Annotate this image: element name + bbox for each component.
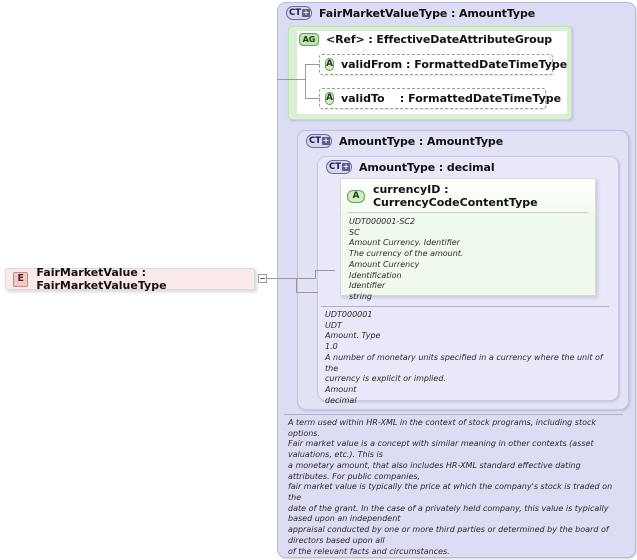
attribute-group-icon: AG [299,33,319,46]
attribute-currencyid-documentation: UDT000001-SC2 SC Amount Currency. Identi… [349,217,464,302]
element-label: FairMarketValue : FairMarketValueType [36,266,167,292]
connector-type-vertical [315,270,316,279]
connector-ag-to-validfrom [305,64,320,65]
expand-plus-icon[interactable]: + [322,136,331,145]
fair-market-value-documentation: A term used within HR-XML in the context… [288,418,613,556]
divider [321,306,609,307]
complex-type-inner-label: AmountType : decimal [359,160,495,174]
attribute-row-validto[interactable]: A validTo : FormattedDateTimeType [319,88,561,109]
element-icon: E [13,271,29,287]
attribute-icon: A [325,58,334,71]
fair-market-value-documentation-block: A term used within HR-XML in the context… [284,414,623,556]
connector-outer-branch [296,292,318,293]
expand-plus-icon[interactable]: + [302,8,311,17]
complex-type-icon[interactable]: CT+ [306,134,332,148]
complex-type-badge-text: CT [308,135,322,146]
connector-element-to-type [267,278,315,279]
connector-ag-to-validto [305,98,320,99]
connector-ag-stem [277,79,306,80]
complex-type-badge-text: CT [328,161,342,172]
element-collapse-toggle[interactable] [258,274,267,283]
complex-type-badge-text: CT [288,7,302,18]
attribute-currencyid-box[interactable]: A currencyID : CurrencyCodeContentType U… [340,178,596,301]
complex-type-mid-label: AmountType : AmountType [339,134,504,148]
attribute-group-label: <Ref> : EffectiveDateAttributeGroup [326,33,553,46]
attribute-icon: A [347,189,365,203]
connector-ag-vertical [305,64,306,99]
attribute-currencyid-label: currencyID : CurrencyCodeContentType [372,183,538,209]
complex-type-inner-header: CT+ AmountType : decimal [326,160,495,174]
complex-type-mid-header: CT+ AmountType : AmountType [306,134,503,148]
amount-type-documentation-block: UDT000001 UDT Amount. Type 1.0 A number … [321,306,609,405]
complex-type-outer-label: FairMarketValueType : AmountType [319,6,536,20]
attribute-label-validto: validTo : FormattedDateTimeType [340,92,562,105]
divider [348,212,588,213]
expand-plus-icon[interactable]: + [342,162,351,171]
element-fill [6,269,254,289]
amount-type-documentation: UDT000001 UDT Amount. Type 1.0 A number … [325,310,603,405]
element-fairmarketvalue[interactable]: E FairMarketValue : FairMarketValueType [5,266,255,292]
attribute-label-validfrom: validFrom : FormattedDateTimeType [340,58,568,71]
divider [284,414,623,415]
attribute-icon: A [325,92,334,105]
attribute-currencyid-header: A currencyID : CurrencyCodeContentType [341,179,595,212]
complex-type-outer-header: CT+ FairMarketValueType : AmountType [286,6,535,20]
connector-outer-vertical [296,278,297,292]
connector-type-branch-top [315,270,335,271]
attribute-group-header[interactable]: AG <Ref> : EffectiveDateAttributeGroup [299,33,552,46]
complex-type-icon[interactable]: CT+ [326,160,352,174]
attribute-row-validfrom[interactable]: A validFrom : FormattedDateTimeType [319,54,567,75]
complex-type-icon[interactable]: CT+ [286,6,312,20]
